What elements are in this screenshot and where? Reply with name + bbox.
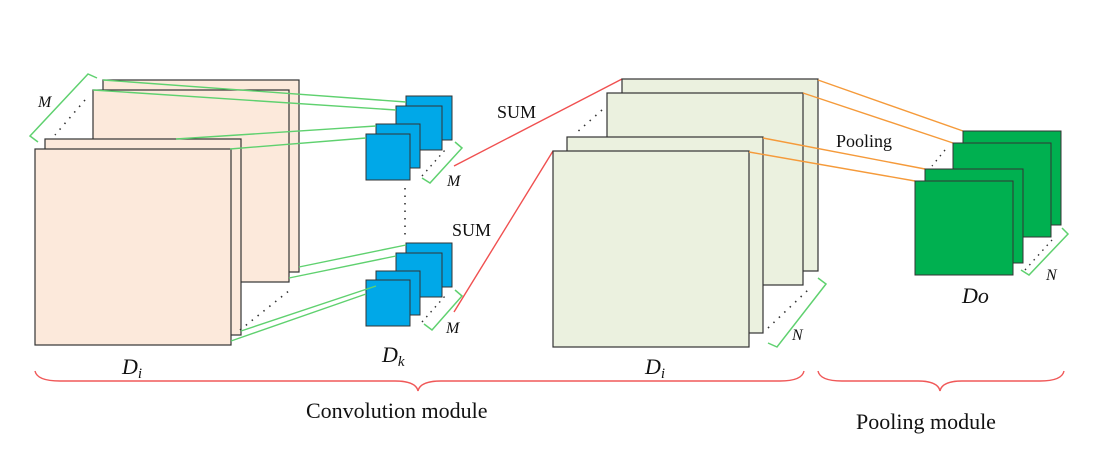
pooled-maps [914, 130, 1070, 276]
kernel-group-bottom [365, 242, 464, 332]
di-label-feature: Di [644, 354, 665, 382]
dots-input-bottom [239, 289, 291, 331]
feature-map-front-2 [552, 150, 750, 348]
dots-feature-bottom [767, 289, 809, 329]
kernel-bottom-4 [365, 279, 411, 327]
m-label-input: M [37, 94, 53, 111]
pooling-label: Pooling [836, 131, 892, 151]
pooling-module-brace [817, 370, 1065, 392]
kernel-group-top [365, 95, 464, 184]
output-feature-maps [552, 78, 828, 348]
n-label-pooled: N [1045, 267, 1058, 284]
m-bracket-kernel-bottom [423, 289, 464, 332]
dk-label-kernel: Dk [381, 342, 405, 370]
input-feature-maps [28, 73, 300, 346]
dots-input-top [54, 99, 86, 136]
convolution-module-brace [34, 370, 805, 392]
input-kernel-connectors [92, 79, 407, 342]
n-bracket-pooled [1020, 227, 1070, 276]
n-label-feature: N [791, 327, 804, 344]
dots-kernel-top [421, 149, 446, 177]
do-label-pooled: Do [961, 283, 989, 308]
m-bracket-kernel-top [421, 141, 464, 184]
input-map-front-2 [34, 148, 232, 346]
sum-connectors [453, 78, 623, 313]
dots-feature-top [574, 109, 603, 135]
kernel-top-4 [365, 133, 411, 181]
pooling-connectors [748, 79, 964, 182]
pooling-module-label: Pooling module [856, 409, 996, 434]
m-label-kernel-top: M [446, 173, 462, 190]
dots-pooled-top [931, 149, 946, 167]
pooled-map-4 [914, 180, 1014, 276]
di-label-input: Di [121, 354, 142, 382]
dots-pooled-bottom [1024, 239, 1053, 271]
n-bracket-feature [767, 277, 828, 348]
convolution-module-label: Convolution module [306, 398, 488, 423]
m-label-kernel-bottom: M [445, 320, 461, 337]
sum-label-bottom: SUM [452, 220, 491, 240]
m-bracket-input [28, 73, 98, 143]
sum-label-top: SUM [497, 102, 536, 122]
